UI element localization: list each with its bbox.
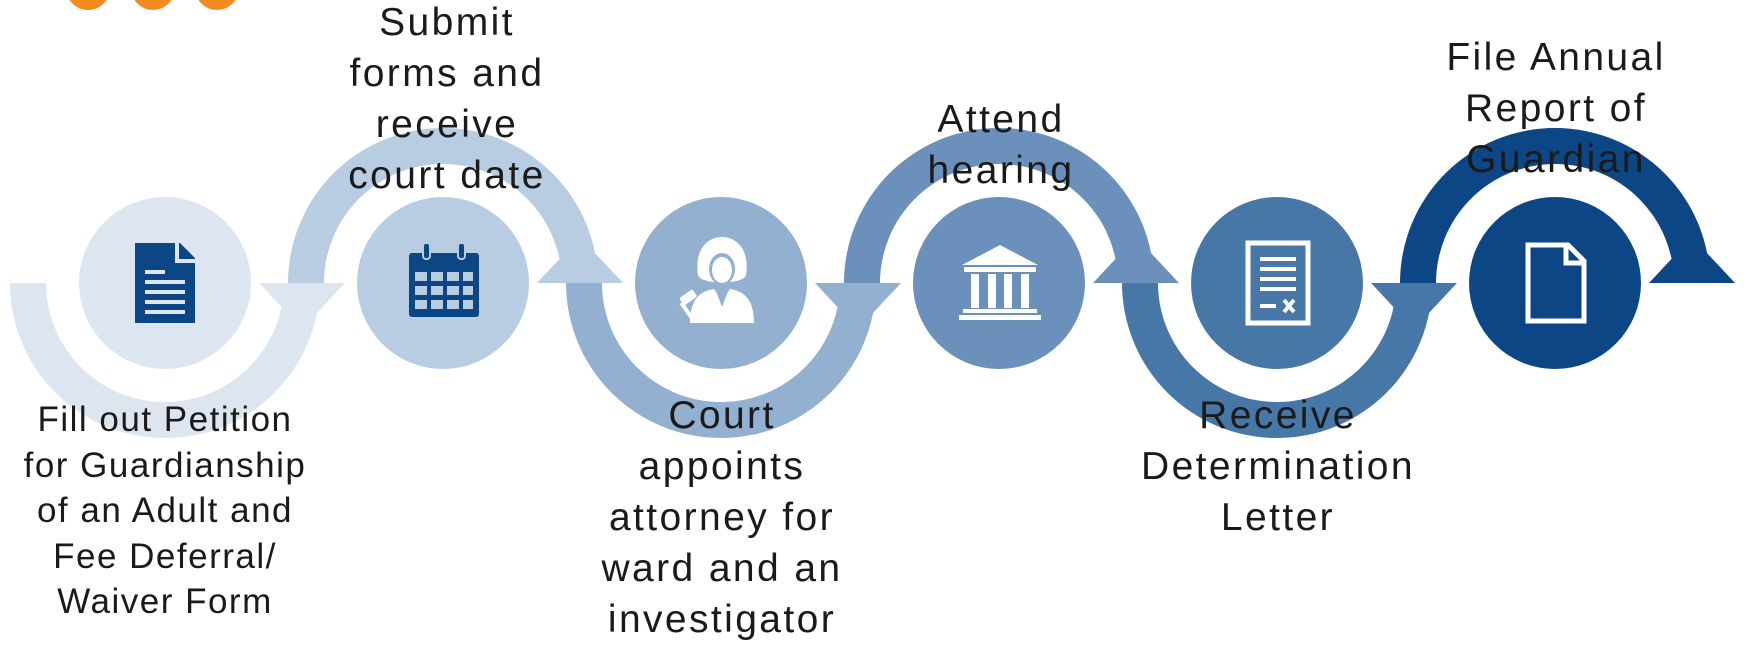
step-4-label-line: hearing	[927, 149, 1075, 192]
step-3-label: Court appoints attorney for ward and an …	[572, 390, 872, 645]
step-6-label-line: File Annual	[1446, 36, 1666, 79]
arrow-arc-segment	[288, 128, 598, 283]
step-6-label-line: Report of	[1464, 87, 1648, 130]
arrow-arc-segment	[10, 283, 320, 438]
step-5-label: Receive Determination Letter	[1128, 390, 1428, 543]
step-1-label-line: Fee Deferral/	[53, 536, 277, 576]
corner-dots	[69, 0, 236, 10]
arrow-head-down	[1371, 283, 1457, 329]
arrow-arc-segment	[844, 128, 1154, 283]
step-6-label-line: Guardian	[1466, 138, 1646, 181]
arrow-head-down	[259, 283, 345, 329]
step-3-label-line: appoints	[638, 445, 806, 488]
step-circle	[913, 197, 1085, 369]
corner-dot	[198, 0, 236, 10]
step-5-label-line: Receive	[1199, 394, 1357, 437]
letter-icon	[1245, 240, 1311, 326]
step-2-label-line: Submit	[379, 1, 515, 44]
step-1-label-line: for Guardianship	[23, 445, 307, 485]
step-5-label-line: Letter	[1220, 496, 1336, 539]
step-circle	[1469, 197, 1641, 369]
step-4-label-line: Attend	[937, 98, 1065, 141]
process-arrow-path	[10, 128, 1735, 438]
arrow-arc-segment	[566, 283, 876, 438]
step-circles	[79, 197, 1641, 369]
step-3-label-line: investigator	[607, 598, 837, 641]
step-1-label-line: of an Adult and	[36, 491, 294, 530]
judge-icon	[679, 237, 754, 323]
step-5-label-line: Determination	[1141, 445, 1415, 488]
step-3-label-line: Court	[668, 394, 776, 437]
blank-file-icon	[1525, 242, 1587, 324]
corner-dot	[134, 0, 172, 10]
corner-dot	[69, 0, 107, 10]
arrow-head-down	[815, 283, 901, 329]
step-3-label-line: attorney for	[608, 496, 836, 539]
arrow-arc-segment	[1400, 128, 1710, 283]
step-1-label: Fill out Petition for Guardianship of an…	[15, 397, 315, 625]
step-6-label: File Annual Report of Guardian	[1406, 32, 1706, 185]
arrow-head-up	[1649, 237, 1735, 283]
calendar-icon	[409, 242, 479, 317]
step-circle	[1191, 197, 1363, 369]
step-2-label-line: forms and	[349, 52, 545, 95]
arrow-head-up	[1093, 237, 1179, 283]
step-2-label-line: court date	[348, 154, 546, 197]
step-2-label-line: receive	[375, 103, 519, 146]
arrow-head-up	[537, 237, 623, 283]
arrow-arc-segment	[1122, 283, 1432, 438]
step-3-label-line: ward and an	[601, 547, 843, 590]
step-1-label-line: Waiver Form	[57, 582, 273, 621]
step-1-label-line: Fill out Petition	[37, 400, 293, 439]
step-2-label: Submit forms and receive court date	[297, 0, 597, 201]
courthouse-icon	[959, 245, 1041, 320]
document-lines-icon	[135, 243, 195, 323]
step-4-label: Attend hearing	[858, 94, 1144, 196]
